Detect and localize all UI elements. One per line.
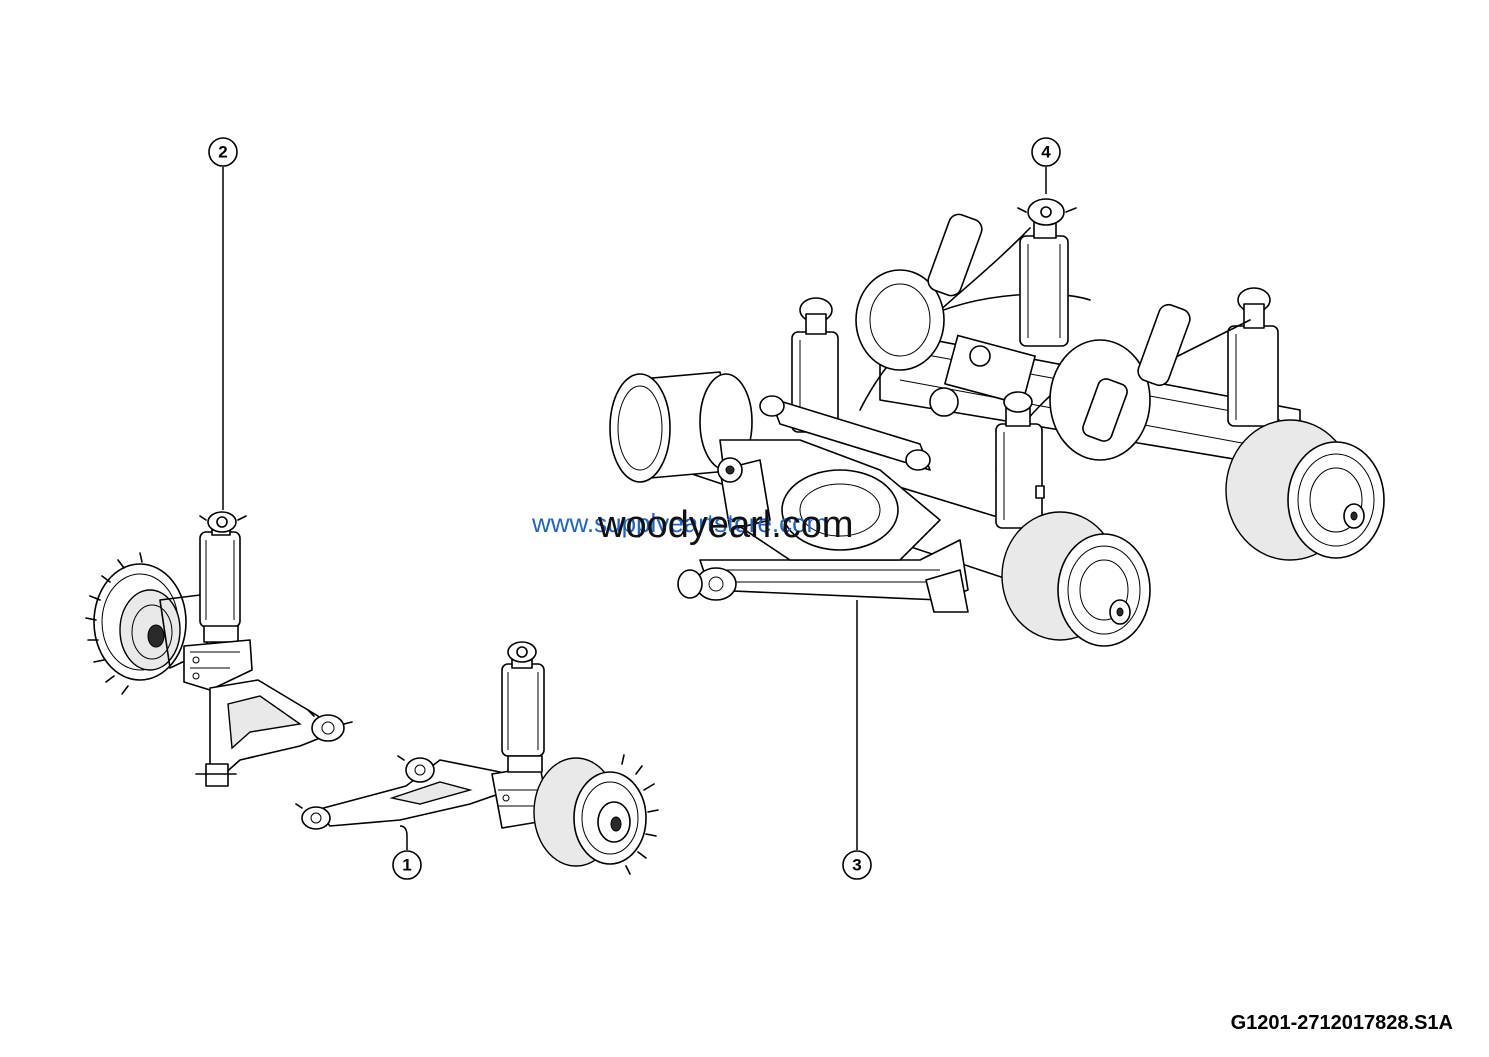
- front-right-axle-assembly[interactable]: [85, 511, 353, 787]
- drawing-code: G1201-2712017828.S1A: [1230, 1012, 1453, 1034]
- callout-circle-1: [392, 850, 422, 880]
- callout-label-3: 3: [852, 856, 861, 875]
- callout-circle-4: [1031, 137, 1061, 167]
- hub-1: [533, 754, 659, 875]
- rear-air-springs-back: [791, 287, 1279, 433]
- callout-label-1: 1: [402, 856, 411, 875]
- hub-2: [85, 552, 209, 695]
- rear-air-spring[interactable]: [1017, 198, 1077, 347]
- rear-differential: [855, 213, 1191, 461]
- callout-3[interactable]: 3: [842, 600, 872, 880]
- callout-2[interactable]: 2: [208, 137, 238, 510]
- control-arm-2: [195, 679, 353, 787]
- callout-1[interactable]: 1: [392, 825, 422, 880]
- rear-air-springs-front: [995, 391, 1045, 529]
- air-spring-1: [501, 641, 545, 773]
- front-differential: [717, 439, 941, 561]
- rear-hub-front-right: [925, 511, 1151, 647]
- rear-hub-back: [1225, 419, 1385, 561]
- rear-bogie-axle-assembly[interactable]: [609, 212, 1385, 647]
- rear-hub-front-left: [609, 371, 753, 483]
- callout-label-2: 2: [218, 143, 227, 162]
- air-spring-2: [199, 511, 247, 643]
- callout-circle-2: [208, 137, 238, 167]
- callout-label-4: 4: [1041, 143, 1051, 162]
- front-left-axle-assembly[interactable]: [295, 641, 659, 875]
- control-arm-1: [295, 755, 511, 830]
- torque-rods: [677, 395, 969, 601]
- knuckle-2: [183, 639, 253, 691]
- callout-4[interactable]: 4: [1031, 137, 1061, 194]
- leader-line-1: [399, 825, 408, 850]
- callout-circle-3: [842, 850, 872, 880]
